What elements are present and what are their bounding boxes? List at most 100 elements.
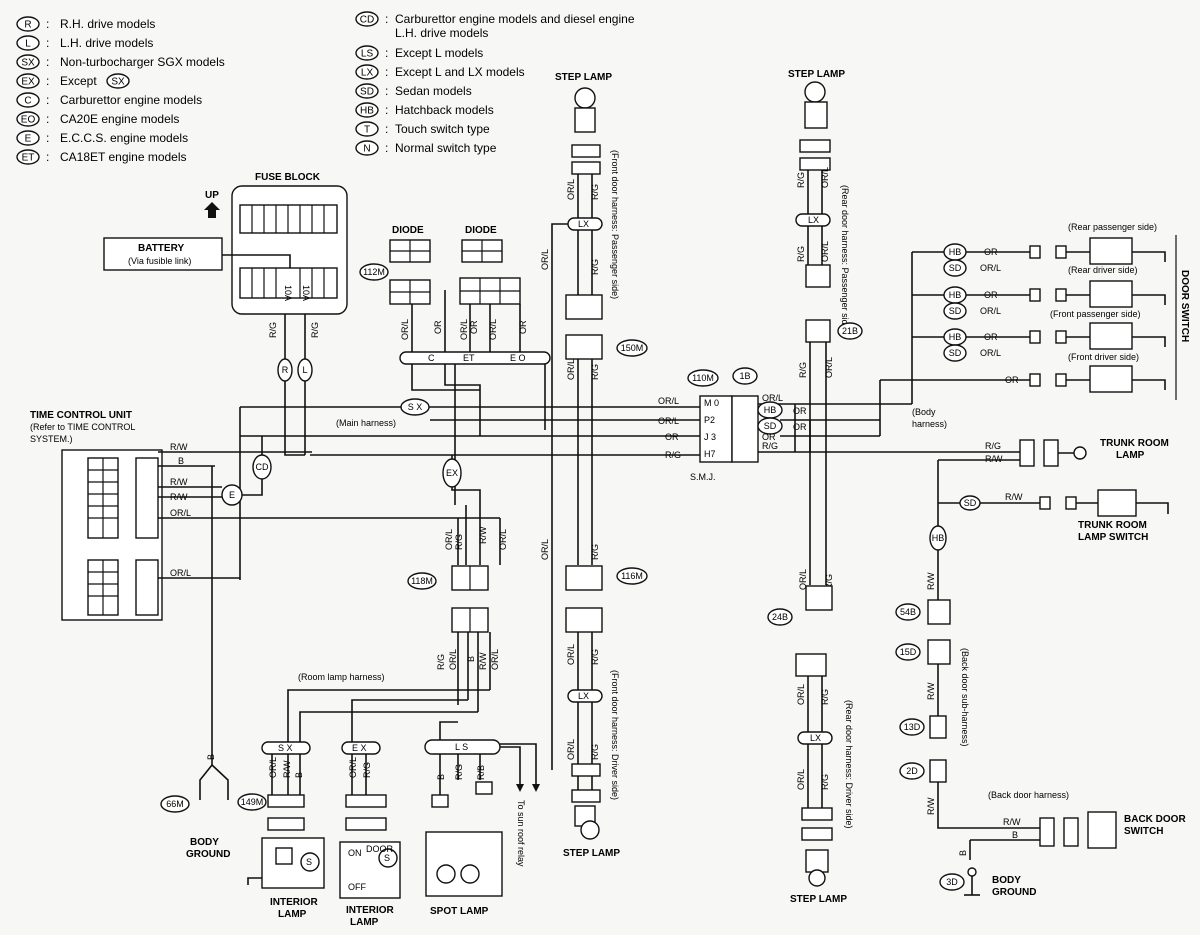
svg-text:LX: LX [361, 68, 374, 79]
svg-text:OR/L: OR/L [658, 396, 679, 406]
svg-text:B: B [958, 850, 968, 856]
legend-item: SD : Sedan models [355, 83, 472, 99]
svg-text:OR/L: OR/L [540, 249, 550, 270]
svg-text:BODY: BODY [992, 875, 1021, 886]
svg-text:OR/L: OR/L [448, 649, 458, 670]
svg-text:OR/L: OR/L [348, 757, 358, 778]
svg-text:OR: OR [793, 422, 807, 432]
svg-text:UP: UP [205, 190, 219, 201]
svg-text:INTERIOR: INTERIOR [346, 905, 395, 916]
svg-text::: : [385, 103, 388, 117]
svg-text:LX: LX [808, 215, 819, 225]
svg-text:OR/L: OR/L [488, 319, 498, 340]
svg-text:OR/L: OR/L [980, 263, 1001, 273]
svg-text:OR/L: OR/L [498, 529, 508, 550]
svg-text:LAMP: LAMP [278, 909, 307, 920]
legend-item: LS : Except L models [355, 45, 483, 61]
svg-text:21B: 21B [842, 326, 858, 336]
interior-lamp-normal: OR/L R/G S ON DOOR OFF INTERIOR LAMP [339, 754, 401, 928]
legend-item: EO : CA20E engine models [16, 111, 179, 127]
svg-text:R/B: R/B [476, 765, 486, 780]
svg-text:P2: P2 [704, 415, 715, 425]
svg-text:SX: SX [21, 58, 35, 69]
legend-item: SX : Non-turbocharger SGX models [16, 54, 225, 70]
svg-text:CD: CD [360, 15, 374, 26]
svg-text:L.H. drive models: L.H. drive models [395, 26, 488, 40]
legend-item: R : R.H. drive models [16, 16, 155, 32]
svg-text:S: S [306, 857, 312, 867]
svg-text:CA20E engine models: CA20E engine models [60, 112, 179, 126]
door-switch-front-passenger: HB SD OR OR/L [943, 322, 1166, 362]
svg-text:GROUND: GROUND [992, 887, 1036, 898]
svg-text:3D: 3D [946, 877, 958, 887]
svg-text:B: B [294, 772, 304, 778]
door-switch-rear-passenger: HB SD OR OR/L [943, 237, 1166, 277]
svg-text:R/W: R/W [170, 477, 188, 487]
svg-text:B: B [436, 774, 446, 780]
svg-text:SPOT LAMP: SPOT LAMP [430, 906, 489, 917]
svg-text:OR/L: OR/L [566, 644, 576, 665]
legend-item: C : Carburettor engine models [16, 92, 202, 108]
svg-text::: : [46, 93, 49, 107]
svg-text:R/W: R/W [1003, 817, 1021, 827]
svg-text:EX: EX [446, 468, 458, 478]
front-door-passenger: STEP LAMP OR/L R/G LX OR/L R/G (Front do… [540, 72, 648, 770]
legend-item: N : Normal switch type [355, 140, 497, 156]
spot-lamp: B R/G R/B SPOT LAMP [425, 754, 503, 917]
svg-text::: : [385, 141, 388, 155]
svg-text:1B: 1B [739, 371, 750, 381]
rear-door-passenger: STEP LAMP R/G OR/L LX R/G OR/L (Rear doo… [788, 69, 863, 585]
svg-text:(Front door harness: Driver si: (Front door harness: Driver side) [610, 670, 620, 800]
svg-text:SD: SD [764, 421, 777, 431]
ex-branch: EX OR/L R/G R/W OR/L 118M R/G OR/L B R/W… [407, 455, 508, 712]
svg-text:OR/L: OR/L [444, 529, 454, 550]
svg-text:LX: LX [810, 733, 821, 743]
svg-text:C: C [24, 96, 31, 107]
svg-text:OR/L: OR/L [824, 357, 834, 378]
svg-text:OR/L: OR/L [798, 569, 808, 590]
svg-text:SD: SD [360, 87, 374, 98]
svg-text:Carburettor engine models and: Carburettor engine models and diesel eng… [395, 12, 635, 26]
diode-wires: OR/L OR OR/L OR OR/L OR C ET E O [399, 290, 551, 505]
battery: BATTERY (Via fusible link) [103, 237, 291, 271]
up-arrow-icon: UP [204, 190, 220, 218]
main-buses: S X (Main harness) OR/L OR/L OR R/G [239, 396, 732, 580]
svg-text:HB: HB [949, 247, 962, 257]
svg-text:DIODE: DIODE [392, 225, 424, 236]
svg-text:HB: HB [360, 106, 374, 117]
svg-text:R/G: R/G [436, 654, 446, 670]
svg-text:R/G: R/G [590, 259, 600, 275]
svg-text:E: E [25, 134, 32, 145]
svg-text:N: N [363, 144, 370, 155]
tcu-wires: R/W B R/W R/W OR/L OR/L E CD [158, 436, 500, 765]
svg-text::: : [385, 122, 388, 136]
svg-text::: : [46, 150, 49, 164]
svg-text:R.H. drive models: R.H. drive models [60, 17, 155, 31]
diode-left: DIODE 112M [359, 225, 431, 305]
svg-text:112M: 112M [363, 267, 385, 277]
svg-text:10A: 10A [283, 285, 293, 301]
svg-text:OR/L: OR/L [566, 739, 576, 760]
svg-text:Normal switch type: Normal switch type [395, 141, 497, 155]
svg-text:C: C [428, 353, 435, 363]
svg-text:OR/L: OR/L [540, 539, 550, 560]
svg-text:24B: 24B [772, 612, 788, 622]
svg-text:R/G: R/G [590, 649, 600, 665]
door-switch-front-driver: OR [1005, 365, 1166, 393]
svg-text::: : [46, 36, 49, 50]
svg-text:To sun roof relay: To sun roof relay [516, 800, 526, 867]
svg-text:R/W: R/W [926, 682, 936, 700]
legend-item: LX : Except L and LX models [355, 64, 525, 80]
svg-text:OR/L: OR/L [820, 241, 830, 262]
svg-text:S: S [384, 853, 390, 863]
svg-text:LAMP: LAMP [350, 917, 379, 928]
svg-text:OR: OR [1005, 375, 1019, 385]
svg-text:R/W: R/W [478, 526, 488, 544]
svg-text:OR/L: OR/L [459, 319, 469, 340]
svg-text:Touch switch type: Touch switch type [395, 122, 490, 136]
svg-text:GROUND: GROUND [186, 849, 230, 860]
svg-text:STEP LAMP: STEP LAMP [555, 72, 612, 83]
interior-lamp-touch: OR/L R/W B 149M S INTERIOR LAMP [237, 754, 325, 920]
rear-door-driver: OR/L R/G 24B OR/L R/G LX (Rear door harn… [767, 569, 854, 905]
legend-item: T : Touch switch type [355, 121, 490, 137]
